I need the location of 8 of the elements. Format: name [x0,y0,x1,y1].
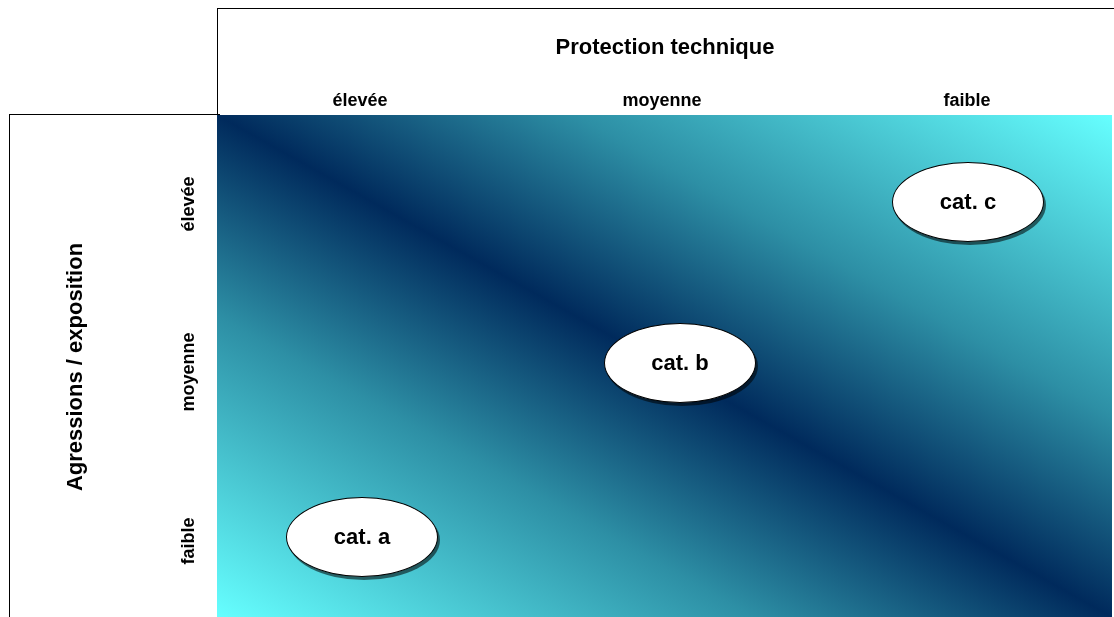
axis-title: Agressions / exposition [62,242,88,492]
axis-level-label: moyenne [622,89,702,111]
axis-level-label: faible [943,89,991,111]
axis-level-label: moyenne [177,332,199,412]
axis-title: Protection technique [555,34,775,60]
axis-level-label: élevée [332,89,388,111]
axis-level-label: élevée [177,176,199,232]
axis-level-label: faible [177,517,199,565]
